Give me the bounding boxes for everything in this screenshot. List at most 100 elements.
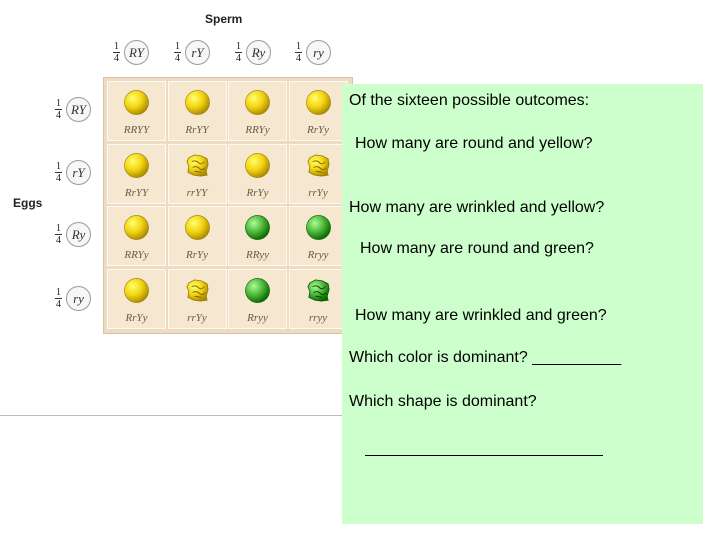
- round-green-pea-icon: [305, 215, 331, 240]
- genotype-label: RRYY: [123, 124, 150, 136]
- punnett-cell: RRYY: [107, 81, 166, 141]
- fraction-numerator: 1: [55, 98, 62, 110]
- punnett-cell: RrYy: [167, 206, 227, 266]
- fraction-denominator: 4: [56, 299, 61, 310]
- round-yellow-pea-icon: [245, 90, 270, 115]
- genotype-label: RRYy: [124, 249, 149, 261]
- fraction-numerator: 1: [113, 41, 120, 53]
- question-dominant-shape: Which shape is dominant?: [349, 393, 537, 410]
- eggs-label: Eggs: [13, 196, 43, 210]
- wrinkled-yellow-pea-icon: [306, 153, 330, 176]
- punnett-cell: rrYy: [288, 143, 348, 204]
- punnett-cell: RRyy: [228, 206, 287, 266]
- round-yellow-pea-icon: [184, 90, 210, 115]
- question-round-yellow: How many are round and yellow?: [355, 135, 593, 152]
- fraction-numerator: 1: [174, 41, 181, 53]
- question-wrinkled-green: How many are wrinkled and green?: [355, 307, 607, 324]
- round-green-pea-icon: [245, 215, 270, 240]
- punnett-cell: RrYY: [107, 143, 166, 204]
- gamete-allele-circle: ry: [66, 286, 91, 311]
- answer-blank-line: [365, 455, 603, 456]
- gamete-allele-circle: Ry: [66, 222, 91, 247]
- questions-intro: Of the sixteen possible outcomes:: [349, 92, 590, 109]
- round-yellow-pea-icon: [124, 215, 149, 240]
- wrinkled-yellow-pea-icon: [185, 153, 209, 176]
- fraction-denominator: 4: [56, 110, 61, 121]
- gamete-allele-circle: RY: [66, 97, 91, 122]
- gamete-allele-circle: RY: [124, 40, 149, 65]
- gamete-allele-circle: rY: [66, 160, 91, 185]
- question-wrinkled-yellow: How many are wrinkled and yellow?: [349, 199, 605, 216]
- genotype-label: Rryy: [307, 249, 329, 261]
- genotype-label: RrYY: [185, 124, 209, 136]
- punnett-cell: Rryy: [228, 268, 287, 329]
- gamete-allele-circle: Ry: [246, 40, 271, 65]
- punnett-cell: RrYy: [107, 268, 166, 329]
- genotype-label: RrYY: [124, 186, 149, 199]
- round-yellow-pea-icon: [124, 90, 149, 115]
- round-green-pea-icon: [245, 277, 270, 303]
- fraction-denominator: 4: [56, 173, 61, 184]
- punnett-cell: RrYy: [228, 143, 287, 204]
- round-yellow-pea-icon: [245, 152, 270, 178]
- wrinkled-green-pea-icon: [306, 278, 330, 301]
- genotype-label: RRyy: [245, 249, 269, 261]
- round-yellow-pea-icon: [184, 215, 210, 240]
- round-yellow-pea-icon: [124, 152, 149, 178]
- punnett-cell: RrYY: [167, 81, 227, 141]
- genotype-label: Rryy: [247, 311, 268, 324]
- fraction-numerator: 1: [295, 41, 302, 53]
- sperm-label: Sperm: [205, 12, 243, 26]
- fraction-denominator: 4: [236, 53, 241, 64]
- punnett-cell: rrYy: [167, 268, 227, 329]
- genotype-label: RrYy: [246, 186, 269, 199]
- genotype-label: RRYy: [245, 124, 270, 136]
- punnett-cell: RRYy: [107, 206, 166, 266]
- gamete-allele-circle: rY: [185, 40, 210, 65]
- fraction-denominator: 4: [56, 235, 61, 246]
- genotype-label: RrYy: [125, 311, 148, 324]
- genotype-label: rrYY: [186, 186, 208, 199]
- question-round-green: How many are round and green?: [360, 240, 594, 257]
- punnett-cell: RRYy: [228, 81, 287, 141]
- fraction-numerator: 1: [235, 41, 242, 53]
- fraction-numerator: 1: [55, 223, 62, 235]
- fraction-numerator: 1: [55, 287, 62, 299]
- round-yellow-pea-icon: [305, 90, 331, 115]
- divider-line: [0, 415, 345, 416]
- gamete-allele-circle: ry: [306, 40, 331, 65]
- genotype-label: RrYy: [186, 249, 208, 261]
- genotype-label: RrYy: [307, 124, 329, 136]
- round-yellow-pea-icon: [124, 277, 149, 303]
- fraction-numerator: 1: [55, 161, 62, 173]
- punnett-cell: rrYY: [167, 143, 227, 204]
- punnett-cell: Rryy: [288, 206, 348, 266]
- punnett-cell: RrYy: [288, 81, 348, 141]
- question-panel: [342, 84, 703, 524]
- genotype-label: rrYy: [308, 186, 328, 199]
- wrinkled-yellow-pea-icon: [185, 278, 209, 301]
- punnett-cell: rryy: [288, 268, 348, 329]
- genotype-label: rrYy: [187, 311, 207, 324]
- question-dominant-color: Which color is dominant? __________: [349, 349, 622, 366]
- genotype-label: rryy: [308, 311, 328, 324]
- fraction-denominator: 4: [296, 53, 301, 64]
- fraction-denominator: 4: [114, 53, 119, 64]
